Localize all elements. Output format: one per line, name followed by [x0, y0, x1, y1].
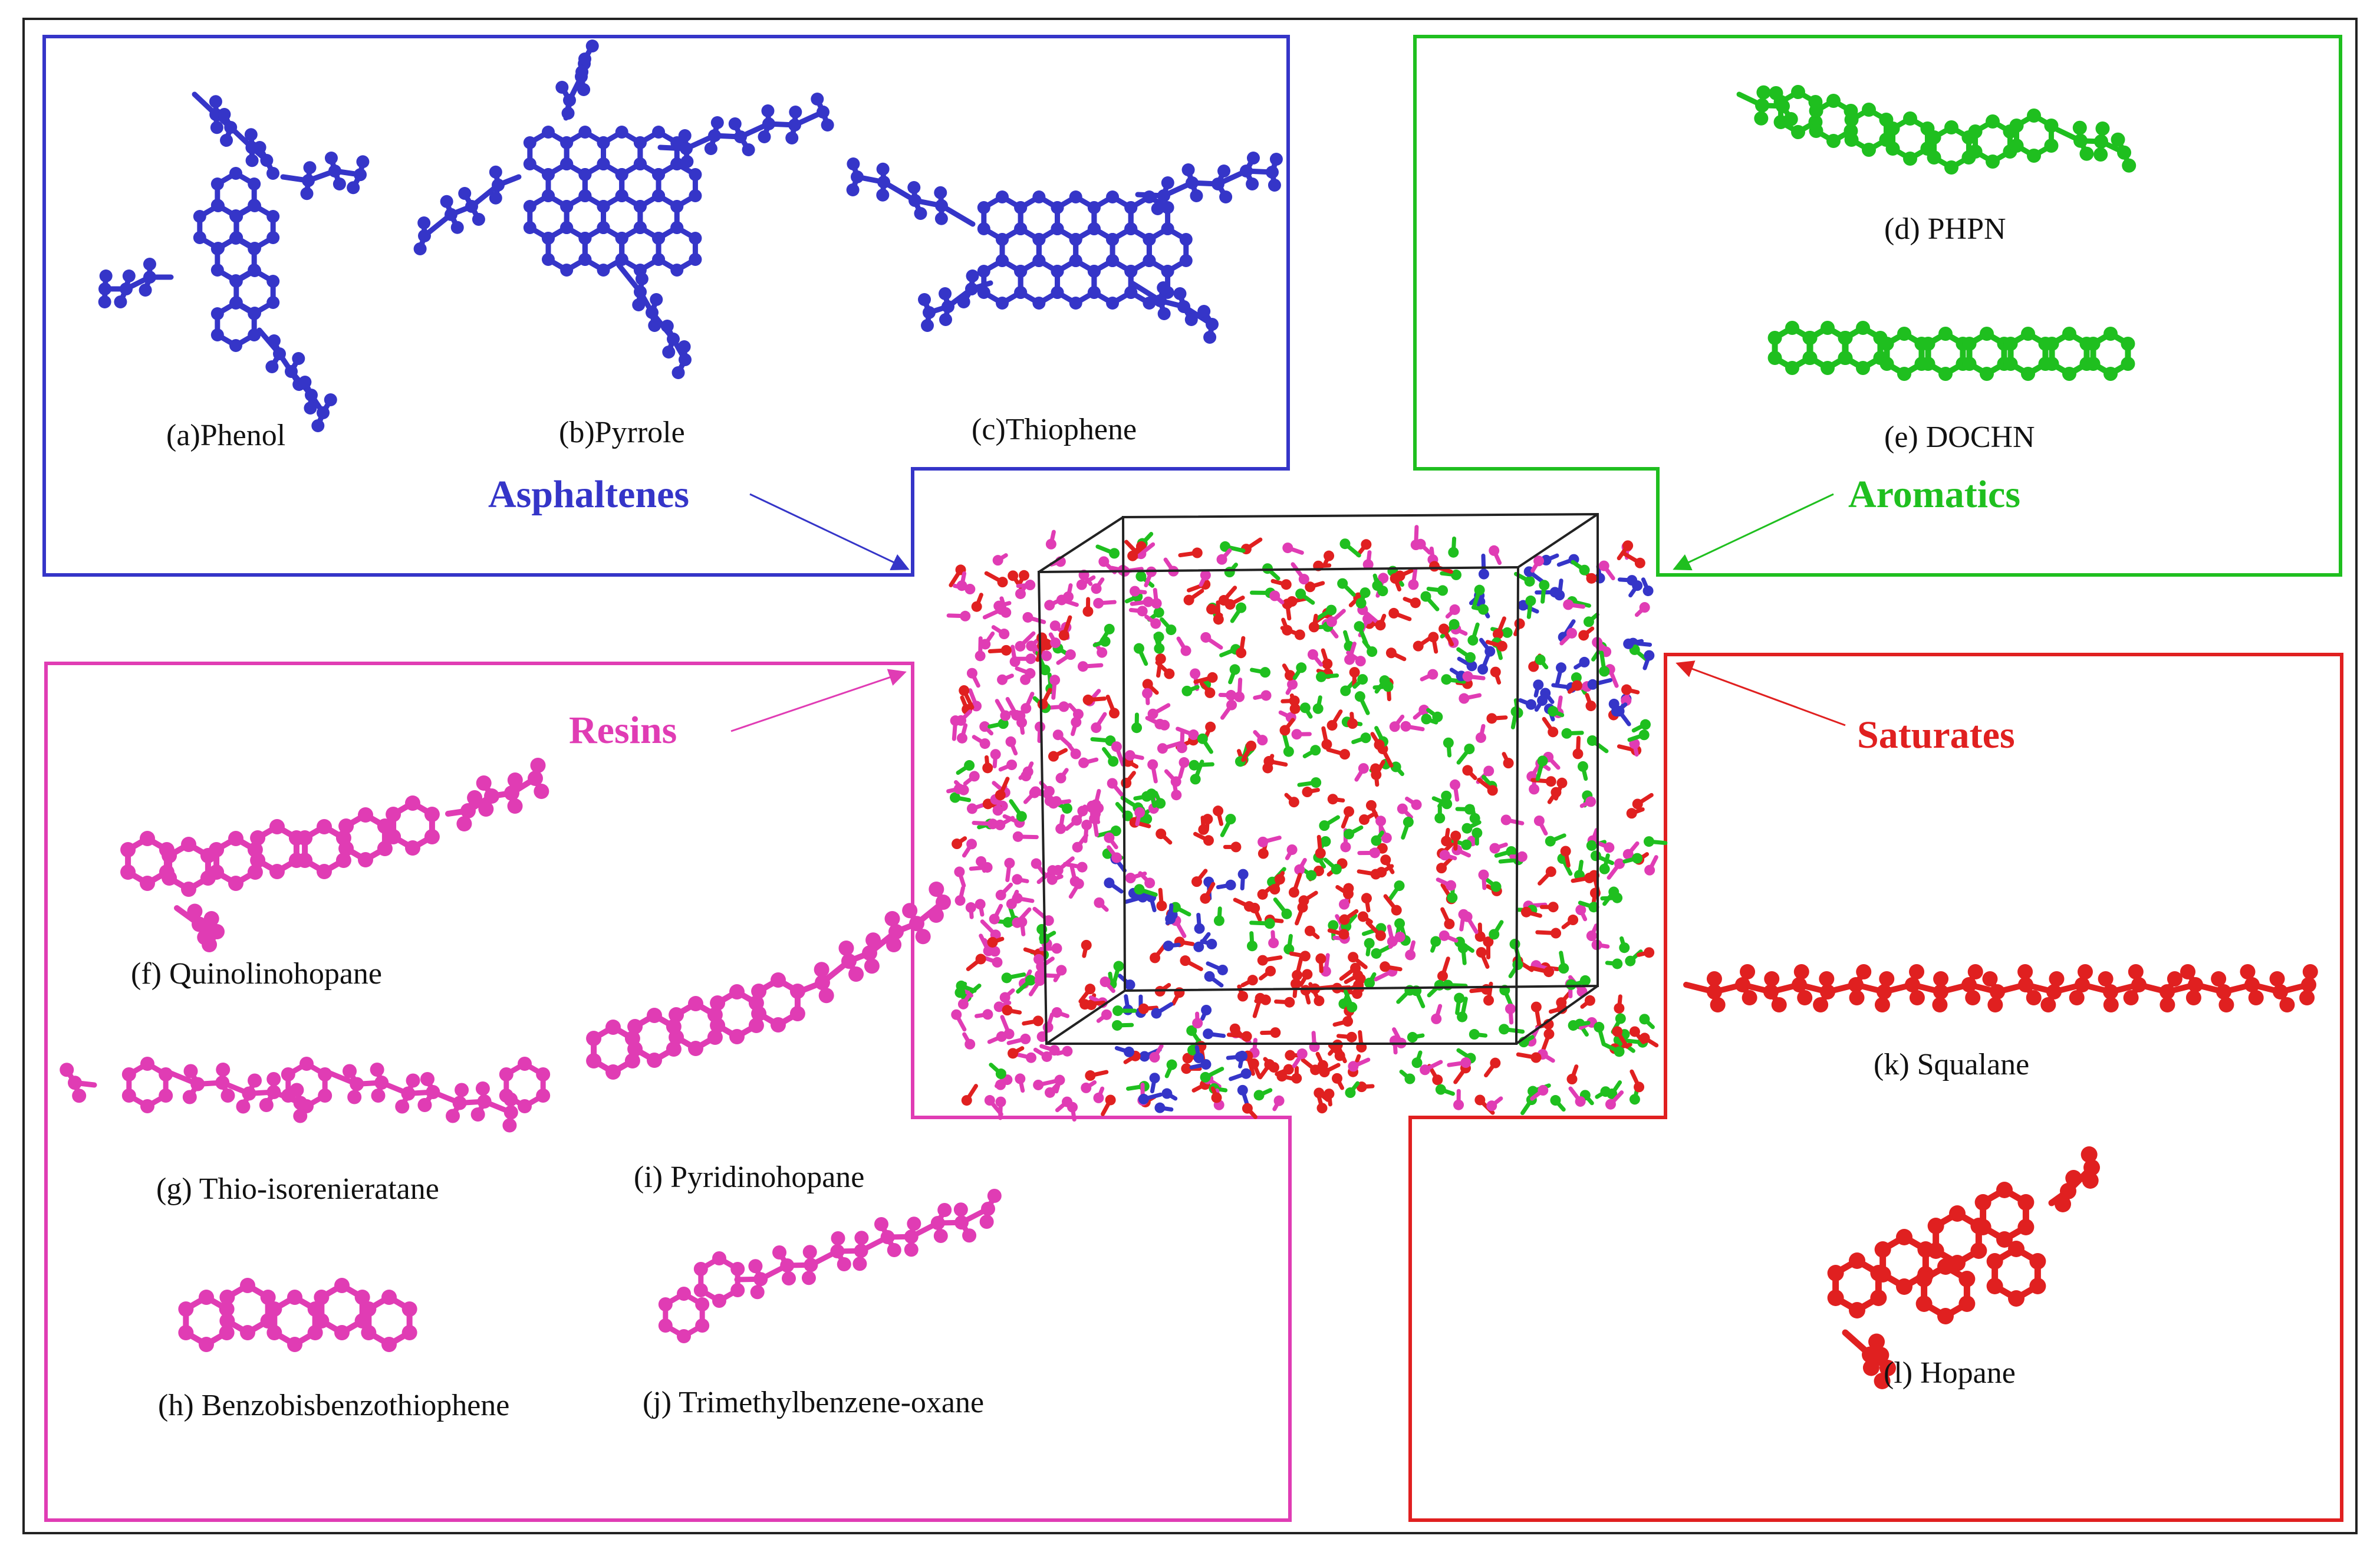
molecule-label-quinolinohopane: (f) Quinolinohopane [131, 957, 382, 991]
outer-frame [22, 18, 2358, 1534]
resins-title: Resins [569, 709, 677, 752]
molecule-label-trimethylbenzene-oxane: (j) Trimethylbenzene-oxane [643, 1386, 984, 1419]
simulation-box-molecules [946, 525, 1668, 1122]
quinolinohopane-molecule [120, 758, 549, 952]
molecule-label-thiophene: (c)Thiophene [972, 413, 1137, 446]
saturates-border [1408, 653, 2343, 1522]
molecule-label-squalane: (k) Squalane [1874, 1048, 2029, 1081]
saturates-title: Saturates [1857, 713, 2015, 757]
resins-border [44, 662, 1292, 1522]
dochn-molecule [1767, 321, 2135, 381]
saturates-panel: (k) Squalane (l) Hopane Saturates [1408, 653, 2343, 1522]
asphaltenes-border [42, 35, 1290, 577]
aromatics-arrow [1673, 493, 1834, 571]
trimethylbenzene-oxane-molecule [658, 1189, 1002, 1343]
molecule-label-dochn: (e) DOCHN [1884, 420, 2035, 454]
molecule-label-benzobisbenzothiophene: (h) Benzobisbenzothiophene [158, 1389, 509, 1422]
pyrrole-molecule [413, 40, 834, 379]
molecule-label-hopane: (l) Hopane [1884, 1356, 2016, 1390]
simulation-cell-wireframe [1037, 512, 1599, 1045]
squalane-molecule [1683, 964, 2318, 1012]
molecule-label-pyrrole: (b)Pyrrole [559, 416, 685, 449]
resins-arrow [730, 669, 907, 732]
benzobisbenzothiophene-molecule [178, 1278, 417, 1352]
phenol-molecule [98, 91, 370, 432]
molecule-label-phenol: (a)Phenol [166, 419, 285, 452]
thiophene-molecule [846, 152, 1283, 344]
asphaltenes-arrow [749, 493, 910, 570]
molecule-label-phpn: (d) PHPN [1884, 212, 2006, 246]
hopane-molecule [1827, 1146, 2100, 1389]
pyridinohopane-molecule [586, 882, 951, 1080]
simulation-box [946, 512, 1668, 1122]
asphaltenes-panel: (a)Phenol (b)Pyrrole (c)Thiophene Asphal… [42, 35, 1290, 577]
resins-panel: (f) Quinolinohopane (g) Thio-isorenierat… [44, 662, 1292, 1522]
molecule-label-pyridinohopane: (i) Pyridinohopane [634, 1160, 864, 1194]
aromatics-panel: (d) PHPN (e) DOCHN Aromatics [1413, 35, 2342, 577]
molecule-label-thio-isorenieratane: (g) Thio-isorenieratane [156, 1172, 439, 1206]
asphaltenes-title: Asphaltenes [488, 473, 689, 516]
thio-isorenieratane-molecule [60, 1057, 551, 1133]
saturates-arrow [1675, 660, 1846, 726]
aromatics-title: Aromatics [1848, 473, 2020, 516]
aromatics-border [1413, 35, 2342, 577]
phpn-molecule [1736, 85, 2137, 175]
